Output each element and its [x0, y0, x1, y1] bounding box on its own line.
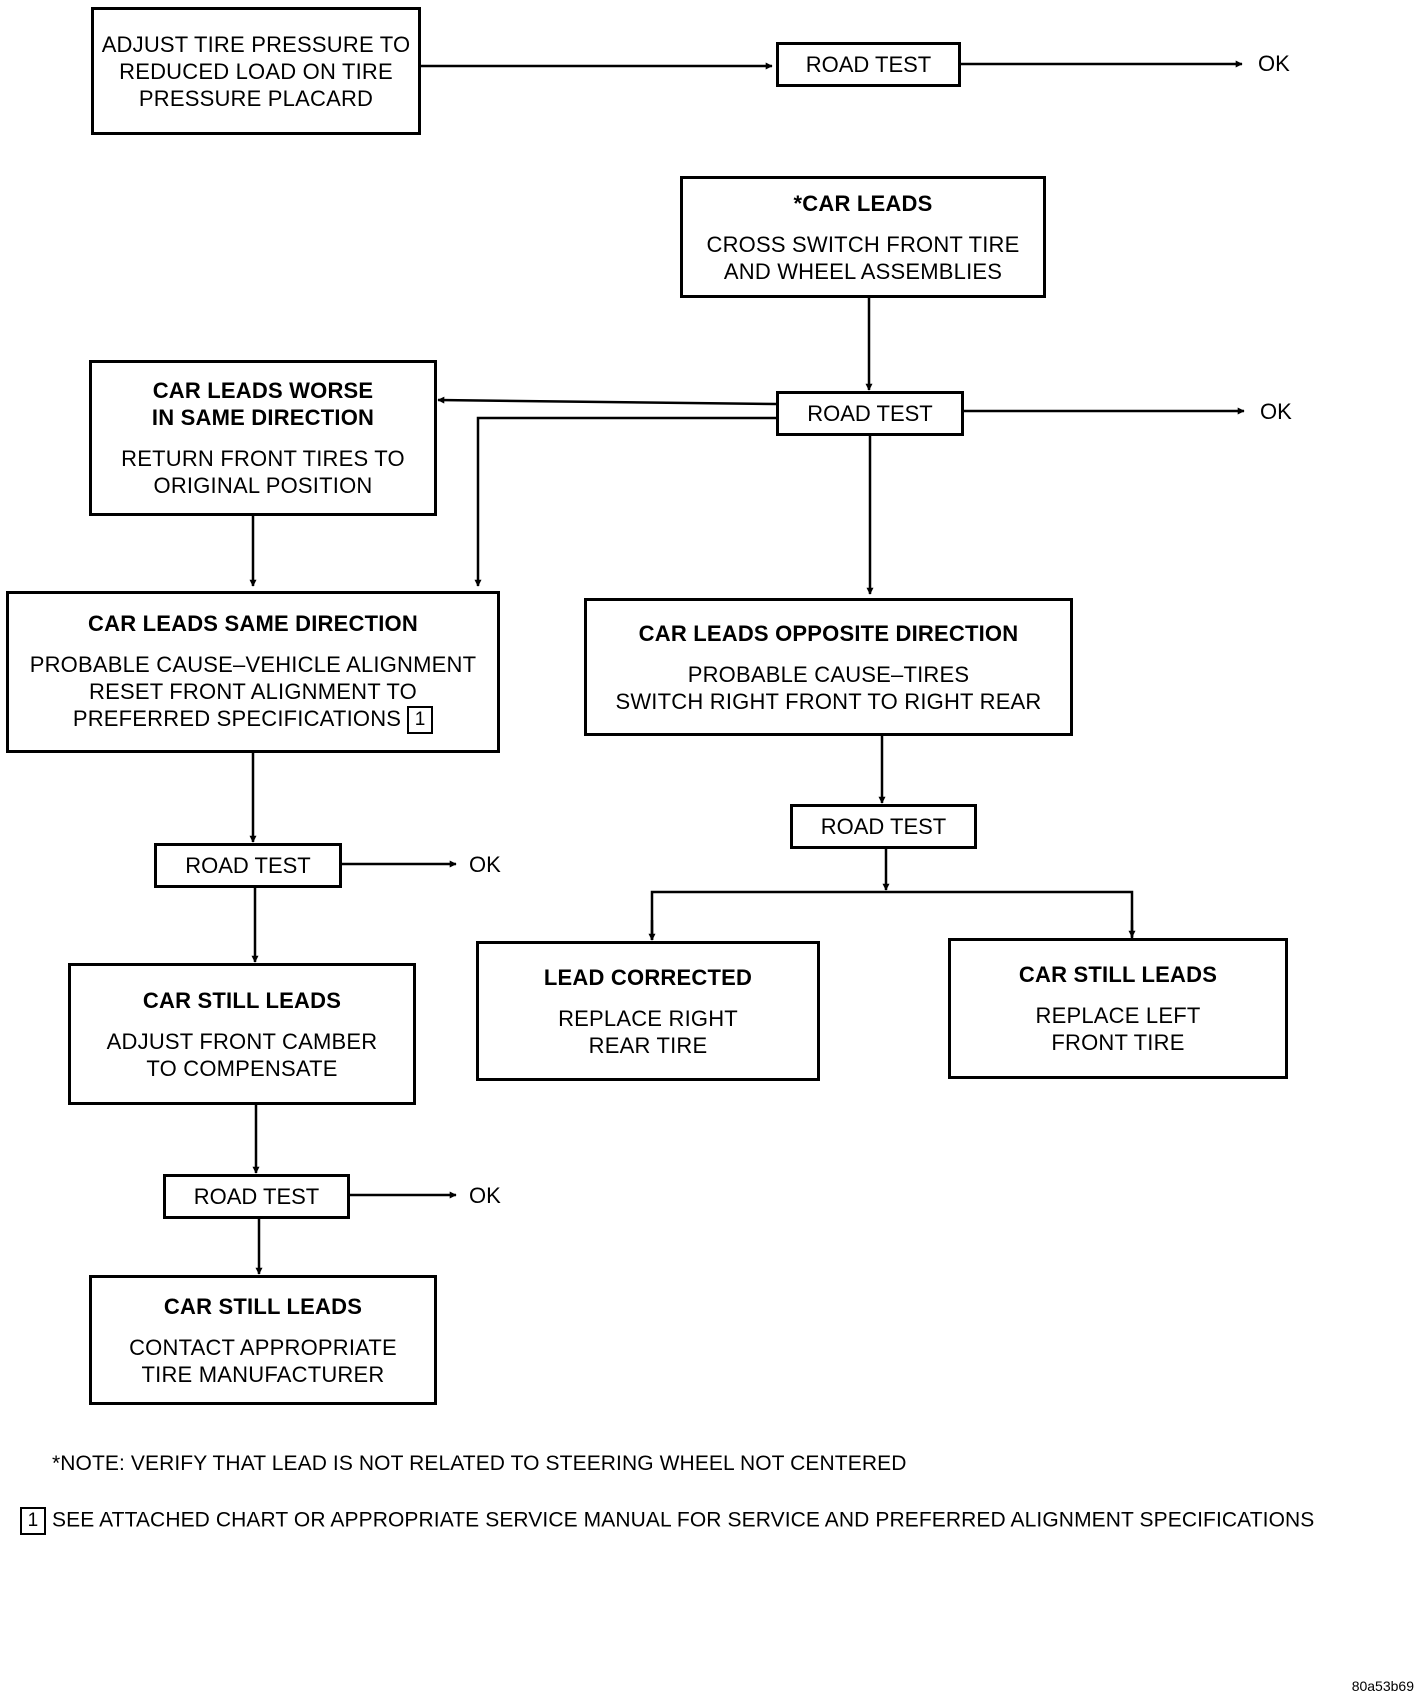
still-leads-camber-box: CAR STILL LEADS ADJUST FRONT CAMBER TO C…: [68, 963, 416, 1105]
ok-label-5: OK: [469, 1183, 501, 1208]
adjust-pressure-line-2: REDUCED LOAD ON TIRE: [119, 58, 393, 84]
still-leads-camber-heading: CAR STILL LEADS: [142, 987, 342, 1013]
road-test-box-4: ROAD TEST: [154, 843, 342, 888]
opposite-direction-line-2: SWITCH RIGHT FRONT TO RIGHT REAR: [615, 688, 1042, 714]
same-direction-heading: CAR LEADS SAME DIRECTION: [88, 610, 418, 636]
car-leads-line-1: CROSS SWITCH FRONT TIRE: [706, 231, 1020, 257]
road-test-box-3: ROAD TEST: [790, 804, 977, 849]
same-direction-line-2: RESET FRONT ALIGNMENT TO: [89, 678, 417, 704]
lead-corrected-line-2: REAR TIRE: [588, 1032, 708, 1058]
ok-label-1: OK: [1258, 51, 1290, 76]
lead-corrected-heading: LEAD CORRECTED: [543, 964, 753, 990]
road-test-box-1: ROAD TEST: [776, 42, 961, 87]
still-leads-left-front-box: CAR STILL LEADS REPLACE LEFT FRONT TIRE: [948, 938, 1288, 1079]
car-leads-box: *CAR LEADS CROSS SWITCH FRONT TIRE AND W…: [680, 176, 1046, 298]
opposite-direction-line-1: PROBABLE CAUSE–TIRES: [687, 661, 970, 687]
car-leads-line-2: AND WHEEL ASSEMBLIES: [723, 258, 1003, 284]
note-steering-wheel: *NOTE: VERIFY THAT LEAD IS NOT RELATED T…: [52, 1452, 907, 1475]
ok-label-2: OK: [1260, 399, 1292, 424]
same-direction-line-1: PROBABLE CAUSE–VEHICLE ALIGNMENT: [29, 651, 477, 677]
ok-label-4: OK: [469, 852, 501, 877]
lead-corrected-line-1: REPLACE RIGHT: [558, 1005, 738, 1031]
worse-heading-1: CAR LEADS WORSE: [152, 378, 374, 403]
opposite-direction-heading: CAR LEADS OPPOSITE DIRECTION: [638, 620, 1019, 646]
worse-line-2: ORIGINAL POSITION: [153, 473, 373, 498]
arrow-roadtest2-to-same: [474, 416, 776, 587]
opposite-direction-box: CAR LEADS OPPOSITE DIRECTION PROBABLE CA…: [584, 598, 1073, 736]
still-leads-contact-heading: CAR STILL LEADS: [163, 1293, 363, 1319]
footnote-text: SEE ATTACHED CHART OR APPROPRIATE SERVIC…: [52, 1508, 1315, 1532]
adjust-pressure-box: ADJUST TIRE PRESSURE TO REDUCED LOAD ON …: [91, 7, 421, 135]
worse-same-direction-box: CAR LEADS WORSE IN SAME DIRECTION RETURN…: [89, 360, 437, 516]
still-leads-left-heading: CAR STILL LEADS: [1018, 962, 1218, 987]
still-leads-camber-line-2: TO COMPENSATE: [146, 1055, 338, 1081]
figure-code: 80a53b69: [1351, 1678, 1414, 1694]
worse-heading-2: IN SAME DIRECTION: [151, 405, 375, 430]
arrow-roadtest2-to-worse: [437, 396, 777, 406]
worse-line-1: RETURN FRONT TIRES TO: [121, 446, 405, 471]
car-leads-heading: *CAR LEADS: [793, 190, 933, 216]
adjust-pressure-line-3: PRESSURE PLACARD: [138, 85, 374, 111]
still-leads-contact-box: CAR STILL LEADS CONTACT APPROPRIATE TIRE…: [89, 1275, 437, 1405]
adjust-pressure-line-1: ADJUST TIRE PRESSURE TO: [101, 31, 411, 57]
footnote-ref-badge: 1: [407, 706, 434, 735]
lead-corrected-box: LEAD CORRECTED REPLACE RIGHT REAR TIRE: [476, 941, 820, 1081]
still-leads-contact-line-2: TIRE MANUFACTURER: [141, 1361, 385, 1387]
road-test-box-5: ROAD TEST: [163, 1174, 350, 1219]
still-leads-left-line-1: REPLACE LEFT: [1035, 1003, 1201, 1028]
still-leads-contact-line-1: CONTACT APPROPRIATE: [129, 1334, 397, 1360]
still-leads-left-line-2: FRONT TIRE: [1051, 1030, 1185, 1055]
same-direction-line-3: PREFERRED SPECIFICATIONS: [72, 705, 402, 731]
same-direction-box: CAR LEADS SAME DIRECTION PROBABLE CAUSE–…: [6, 591, 500, 753]
still-leads-camber-line-1: ADJUST FRONT CAMBER: [106, 1028, 378, 1054]
branch-roadtest3: [650, 890, 1134, 940]
road-test-box-2: ROAD TEST: [776, 391, 964, 436]
footnote-number-badge: 1: [20, 1507, 46, 1535]
